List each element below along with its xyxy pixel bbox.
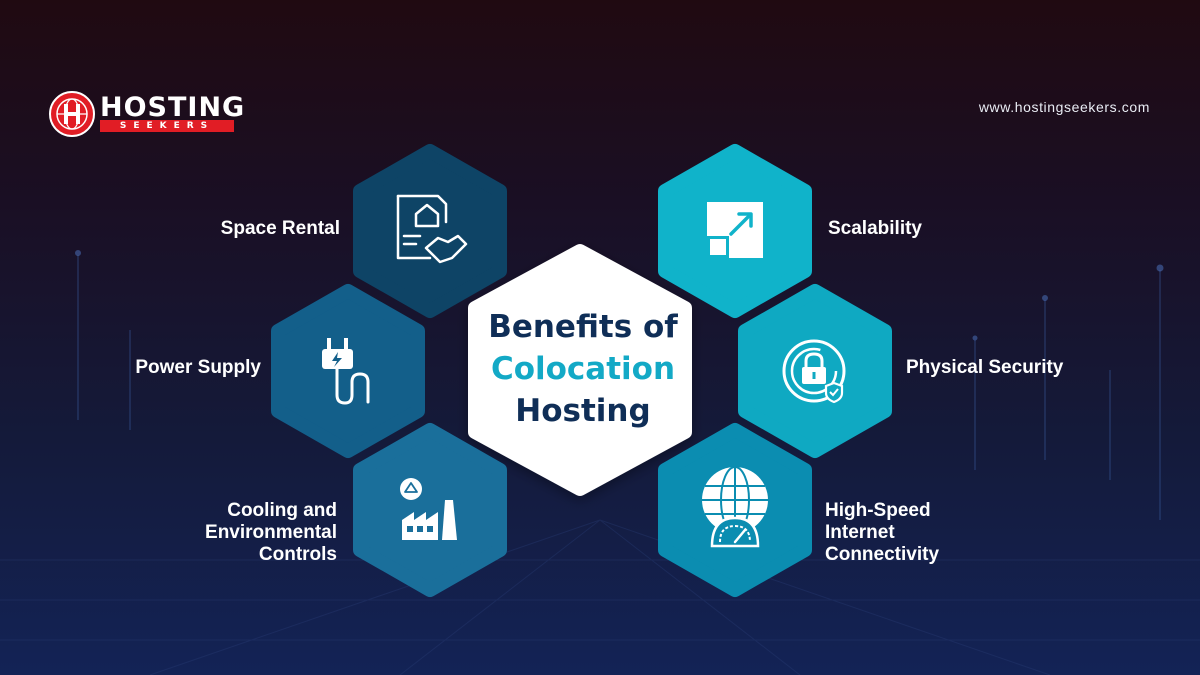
hex-physical-security[interactable] xyxy=(738,284,892,458)
hex-power-supply[interactable] xyxy=(271,284,425,458)
contract-handshake-icon xyxy=(396,194,468,264)
title-line-3: Hosting xyxy=(515,393,651,429)
diagram-title: Benefits of Colocation Hosting xyxy=(480,306,686,432)
logo-subtext: SEEKERS xyxy=(100,120,234,132)
label-high-speed: High-Speed Internet Connectivity xyxy=(825,500,1025,566)
label-physical-security: Physical Security xyxy=(906,357,1064,378)
logo-globe-icon xyxy=(49,91,95,137)
hex-cooling[interactable] xyxy=(353,423,507,597)
label-cooling-line-2: Environmental xyxy=(205,522,337,543)
label-high-speed-line-2: Internet xyxy=(825,522,895,543)
label-space-rental: Space Rental xyxy=(220,218,340,239)
globe-speedometer-icon xyxy=(702,466,768,548)
security-lock-icon xyxy=(782,339,846,404)
title-line-2: Colocation xyxy=(490,351,676,387)
expand-arrow-icon xyxy=(707,202,763,258)
website-url[interactable]: www.hostingseekers.com xyxy=(978,99,1150,115)
title-line-1: Benefits of xyxy=(488,309,678,345)
hostingseekers-logo[interactable]: HOSTING SEEKERS xyxy=(48,90,244,140)
factory-recycle-icon xyxy=(400,478,457,540)
label-cooling-line-3: Controls xyxy=(258,544,337,565)
hex-scalability[interactable] xyxy=(658,144,812,318)
label-cooling: Cooling and Environmental Controls xyxy=(160,500,337,566)
power-plug-icon xyxy=(322,338,370,405)
label-scalability: Scalability xyxy=(828,218,922,239)
hex-high-speed-internet[interactable] xyxy=(658,423,812,597)
label-high-speed-line-3: Connectivity xyxy=(825,544,940,565)
label-high-speed-line-1: High-Speed xyxy=(825,500,931,521)
hex-space-rental[interactable] xyxy=(353,144,507,318)
center-hexagon xyxy=(468,244,692,496)
label-cooling-line-1: Cooling and xyxy=(227,500,337,521)
logo-wordmark: HOSTING xyxy=(100,92,246,123)
label-power-supply: Power Supply xyxy=(135,357,261,378)
